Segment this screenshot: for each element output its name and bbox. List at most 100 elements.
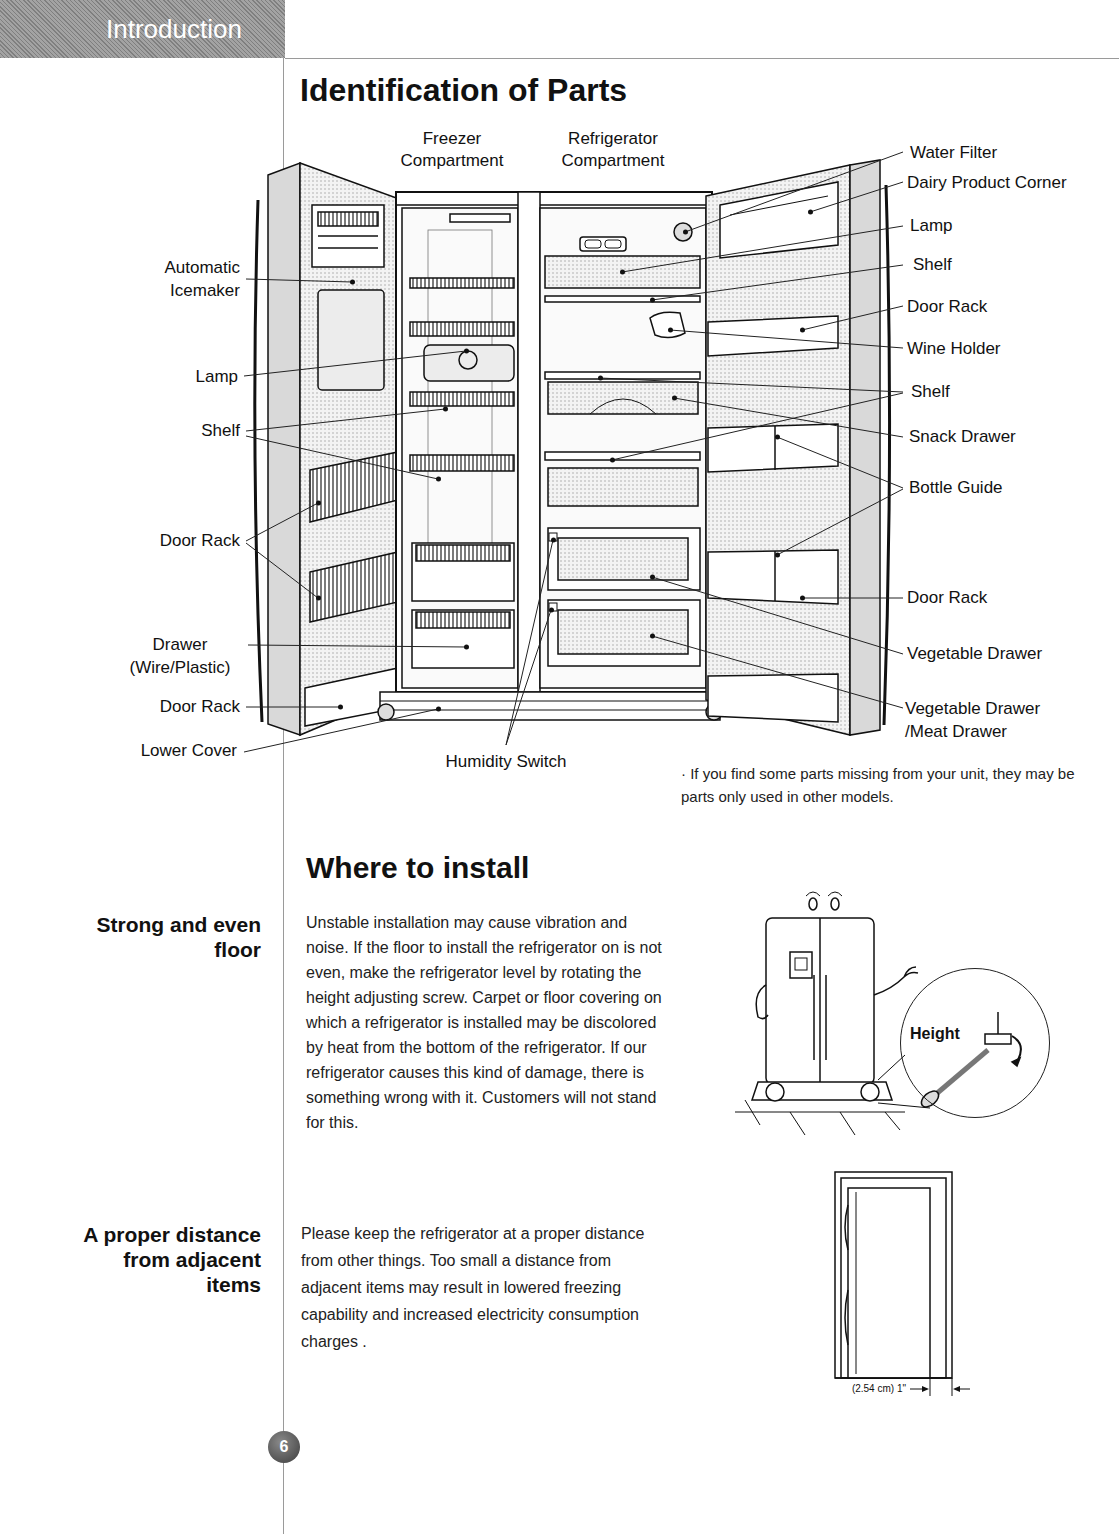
note: · If you find some parts missing from yo… bbox=[681, 762, 1081, 808]
refrigerator-illustration bbox=[380, 701, 720, 702]
leveling-illustration bbox=[935, 1050, 988, 1095]
clearance-illustration bbox=[845, 1205, 848, 1345]
refrigerator-illustration bbox=[318, 290, 384, 390]
refrigerator-illustration bbox=[558, 610, 688, 654]
refrigerator-illustration bbox=[412, 543, 514, 601]
section-heading: Where to install bbox=[306, 850, 726, 886]
part-label: Vegetable Drawer /Meat Drawer bbox=[905, 697, 1070, 743]
leveling-illustration bbox=[1012, 1058, 1020, 1066]
refrigerator-illustration bbox=[706, 165, 850, 735]
refrigerator-illustration bbox=[708, 316, 838, 356]
magnifier-circle-text: Height bbox=[907, 1024, 963, 1044]
page-rule bbox=[285, 58, 1119, 59]
leveling-illustration bbox=[840, 1112, 855, 1135]
refrigerator-illustration bbox=[380, 692, 720, 720]
part-label: Vegetable Drawer bbox=[907, 643, 1087, 665]
leveling-illustration bbox=[735, 892, 1021, 1135]
refrigerator-illustration bbox=[545, 372, 700, 379]
refrigerator-illustration bbox=[884, 185, 890, 725]
leveling-illustration bbox=[997, 1012, 999, 1034]
part-label: Door Rack bbox=[130, 696, 240, 718]
clearance-illustration bbox=[848, 1188, 930, 1378]
leader-line bbox=[316, 210, 813, 712]
part-label: Snack Drawer bbox=[909, 426, 1079, 448]
refrigerator-illustration bbox=[548, 528, 700, 590]
part-label: Humidity Switch bbox=[426, 751, 586, 773]
refrigerator-illustration bbox=[518, 192, 540, 692]
part-label: Shelf bbox=[913, 254, 1063, 276]
leveling-illustration bbox=[813, 975, 815, 1060]
refrigerator-illustration bbox=[410, 455, 514, 471]
leveling-illustration bbox=[766, 1083, 784, 1101]
page-title: Identification of Parts bbox=[300, 72, 627, 109]
part-label: Lamp bbox=[910, 215, 1060, 237]
refrigerator-illustration bbox=[312, 205, 384, 267]
page-rule bbox=[284, 58, 1119, 1534]
part-label: Wine Holder bbox=[907, 338, 1057, 360]
leveling-illustration bbox=[874, 967, 918, 995]
refrigerator-illustration bbox=[580, 237, 626, 251]
refrigerator-illustration bbox=[402, 208, 518, 688]
refrigerator-illustration bbox=[410, 278, 514, 288]
leveling-illustration bbox=[825, 975, 827, 1060]
leveling-illustration bbox=[745, 1100, 760, 1125]
part-label: Shelf bbox=[130, 420, 240, 442]
clearance-illustration bbox=[835, 1172, 970, 1396]
magnifier-circle: Height bbox=[900, 968, 1050, 1118]
leveling-illustration bbox=[795, 958, 807, 970]
part-label: Automatic Icemaker bbox=[130, 256, 240, 302]
leveling-illustration bbox=[1012, 1036, 1021, 1060]
refrigerator-illustration bbox=[255, 160, 890, 735]
refrigerator-illustration bbox=[396, 192, 712, 692]
refrigerator-illustration bbox=[850, 160, 880, 735]
clearance-illustration bbox=[856, 1192, 857, 1374]
refrigerator-illustration bbox=[310, 552, 398, 622]
refrigerator-illustration bbox=[730, 196, 828, 215]
refrigerator-illustration bbox=[318, 235, 378, 237]
refrigerator-illustration bbox=[774, 426, 776, 470]
leveling-illustration bbox=[885, 1112, 900, 1130]
refrigerator-illustration bbox=[268, 163, 300, 735]
refrigerator-illustration bbox=[378, 704, 394, 720]
body-text: Please keep the refrigerator at a proper… bbox=[301, 1220, 663, 1355]
page-number-text: 6 bbox=[280, 1431, 289, 1463]
section-tab: Introduction bbox=[0, 0, 285, 58]
refrigerator-illustration bbox=[410, 392, 514, 406]
refrigerator-illustration bbox=[540, 208, 706, 688]
refrigerator-illustration bbox=[310, 452, 398, 522]
compartment-label: Freezer Compartment bbox=[382, 128, 522, 172]
clearance-illustration bbox=[953, 1386, 960, 1392]
refrigerator-illustration bbox=[545, 452, 700, 460]
part-label: Door Rack bbox=[907, 587, 1057, 609]
leveling-illustration bbox=[752, 1082, 892, 1100]
part-label: Water Filter bbox=[910, 142, 1100, 164]
leveling-illustration bbox=[790, 952, 812, 978]
leveling-illustration bbox=[861, 1083, 879, 1101]
refrigerator-illustration bbox=[548, 600, 700, 666]
part-label: Lamp bbox=[128, 366, 238, 388]
dimension-label: (2.54 cm) 1" bbox=[826, 1383, 906, 1395]
refrigerator-illustration bbox=[548, 468, 698, 506]
leveling-illustration bbox=[735, 1112, 905, 1113]
clearance-illustration bbox=[930, 1378, 931, 1396]
clearance-illustration bbox=[841, 1178, 946, 1378]
part-label: Dairy Product Corner bbox=[907, 172, 1107, 194]
part-label: Drawer (Wire/Plastic) bbox=[116, 633, 244, 679]
part-label: Lower Cover bbox=[117, 740, 237, 762]
part-label: Bottle Guide bbox=[909, 477, 1079, 499]
leveling-illustration bbox=[766, 918, 874, 1084]
refrigerator-illustration bbox=[708, 674, 838, 722]
part-label: Door Rack bbox=[130, 530, 240, 552]
refrigerator-illustration bbox=[255, 200, 262, 722]
refrigerator-illustration bbox=[605, 240, 621, 248]
refrigerator-illustration bbox=[412, 610, 514, 668]
part-label: Door Rack bbox=[907, 296, 1057, 318]
refrigerator-illustration bbox=[416, 545, 510, 561]
refrigerator-illustration bbox=[410, 322, 514, 336]
refrigerator-illustration bbox=[708, 550, 838, 604]
refrigerator-illustration bbox=[585, 240, 601, 248]
refrigerator-illustration bbox=[558, 538, 688, 580]
leader-line bbox=[244, 152, 903, 752]
clearance-illustration bbox=[835, 1172, 952, 1378]
